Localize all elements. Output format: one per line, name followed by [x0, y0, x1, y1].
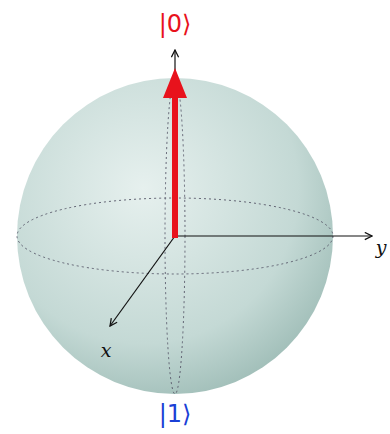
ket-one: |1⟩: [159, 402, 192, 426]
axis-label: x: [101, 341, 112, 360]
x-axis: [110, 236, 175, 326]
axis-label: y: [376, 238, 387, 257]
y-axis: [175, 235, 372, 236]
ket-zero: |0⟩: [159, 12, 192, 36]
state-vector-head: [163, 68, 187, 98]
state-vector: [172, 96, 178, 238]
